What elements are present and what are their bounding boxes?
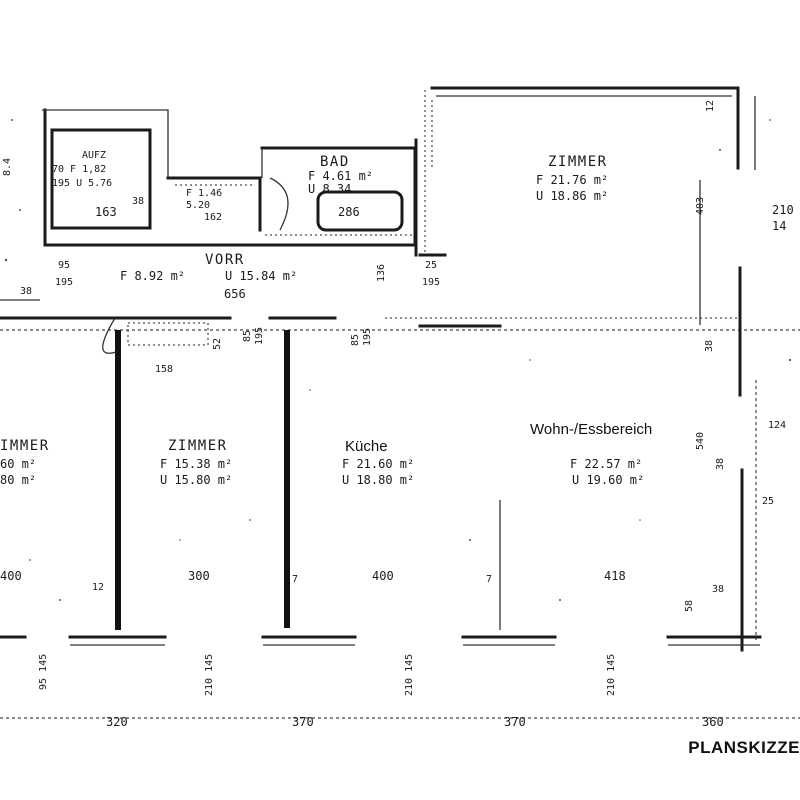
bottom-4: 360 [702, 715, 724, 729]
hall-mark-12: 158 [155, 364, 173, 375]
hall-length: 656 [224, 287, 246, 301]
lift-width: 163 [95, 205, 117, 219]
room-label-west: IMMER 60 m² 80 m² [0, 438, 50, 487]
wall-mark-2: 7 [292, 574, 298, 585]
scan-noise [4, 119, 792, 601]
bottom-2: 370 [292, 715, 314, 729]
room-label-kitchen: Küche F 21.60 m² U 18.80 m² [342, 438, 414, 487]
right-edge-1: 210 [772, 203, 794, 217]
ne-perimeter: U 18.86 m² [536, 189, 608, 203]
wall-mark-4: 38 [712, 584, 724, 595]
left-edge: 8.4 [2, 158, 13, 176]
kitchen-perimeter: U 18.80 m² [342, 473, 414, 487]
side-marks: 403 12 38 540 38 58 124 25 210 14 8.4 [2, 100, 794, 612]
room-label-mid: ZIMMER F 15.38 m² U 15.80 m² [160, 438, 232, 487]
ne-name: ZIMMER [548, 154, 608, 170]
lift-line2: 195 U 5.76 [52, 178, 112, 189]
width-1: 400 [0, 569, 22, 583]
door-height-3: 210 145 [404, 654, 415, 696]
lift-name: AUFZ [82, 150, 106, 161]
kitchen-area: F 21.60 m² [342, 457, 414, 471]
door-height-4: 210 145 [606, 654, 617, 696]
hall-mark-8: 195 [254, 327, 265, 345]
lift-line1: 70 F 1,82 [52, 164, 106, 175]
west-area: 60 m² [0, 457, 36, 471]
living-perimeter: U 19.60 m² [572, 473, 644, 487]
bath-perimeter: U 8.34 [308, 182, 351, 196]
partition-walls [115, 266, 757, 652]
side-mark-5: 38 [715, 458, 726, 470]
room-label-living: Wohn-/Essbereich F 22.57 m² U 19.60 m² [530, 421, 652, 487]
hall-marks: 95 195 136 25 195 38 85 195 85 195 52 15… [20, 260, 440, 375]
wc-width: 162 [204, 212, 222, 223]
hall-perimeter: U 15.84 m² [225, 269, 297, 283]
side-mark-1: 403 [695, 197, 706, 215]
wall-mark-3: 7 [486, 574, 492, 585]
width-3: 400 [372, 569, 394, 583]
mid-perimeter: U 15.80 m² [160, 473, 232, 487]
kitchen-name: Küche [345, 438, 388, 455]
hall-mark-1: 95 [58, 260, 70, 271]
hall-mark-10: 195 [362, 328, 373, 346]
mid-area: F 15.38 m² [160, 457, 232, 471]
side-mark-7: 124 [768, 420, 786, 431]
facade [0, 635, 800, 719]
side-mark-6: 58 [684, 600, 695, 612]
side-mark-8: 25 [762, 496, 774, 507]
hall-mark-4: 25 [425, 260, 437, 271]
wc-line1: F 1.46 [186, 188, 222, 199]
ne-area: F 21.76 m² [536, 173, 608, 187]
mid-name: ZIMMER [168, 438, 228, 454]
door-height-2: 210 145 [204, 654, 215, 696]
hallway-walls [0, 299, 800, 354]
room-label-wc: F 1.46 5.20 162 [186, 188, 222, 223]
bath-area: F 4.61 m² [308, 169, 373, 183]
hall-area: F 8.92 m² [120, 269, 185, 283]
room-label-hall: VORR F 8.92 m² U 15.84 m² 656 [120, 252, 297, 301]
west-name: IMMER [0, 438, 50, 454]
bottom-3: 370 [504, 715, 526, 729]
hall-mark-7: 85 [242, 330, 253, 342]
service-core-walls [42, 108, 417, 247]
width-4: 418 [604, 569, 626, 583]
right-edge-2: 14 [772, 219, 786, 233]
plan-caption: PLANSKIZZE [688, 738, 800, 757]
living-area: F 22.57 m² [570, 457, 642, 471]
hall-name: VORR [205, 252, 245, 268]
lift-side: 38 [132, 196, 144, 207]
door-height-1: 95 145 [38, 654, 49, 690]
side-mark-3: 38 [704, 340, 715, 352]
hall-mark-3: 136 [376, 264, 387, 282]
bath-tub: 286 [338, 205, 360, 219]
side-mark-2: 12 [705, 100, 716, 112]
hall-mark-6: 38 [20, 286, 32, 297]
room-label-bath: BAD F 4.61 m² U 8.34 286 [308, 154, 373, 219]
wc-line2: 5.20 [186, 200, 210, 211]
hall-mark-11: 52 [212, 338, 223, 350]
bottom-dimensions: 320 370 370 360 95 145 210 145 210 145 2… [38, 654, 724, 729]
room-widths: 400 300 400 418 12 7 7 38 [0, 569, 724, 595]
side-mark-4: 540 [695, 432, 706, 450]
bottom-1: 320 [106, 715, 128, 729]
west-perimeter: 80 m² [0, 473, 36, 487]
width-2: 300 [188, 569, 210, 583]
room-label-ne: ZIMMER F 21.76 m² U 18.86 m² [536, 154, 608, 203]
bath-name: BAD [320, 154, 350, 170]
wall-mark-1: 12 [92, 582, 104, 593]
hall-mark-2: 195 [55, 277, 73, 288]
hall-mark-5: 195 [422, 277, 440, 288]
room-label-lift: AUFZ 70 F 1,82 195 U 5.76 163 38 [52, 150, 144, 219]
living-name: Wohn-/Essbereich [530, 421, 652, 438]
hall-mark-9: 85 [350, 334, 361, 346]
